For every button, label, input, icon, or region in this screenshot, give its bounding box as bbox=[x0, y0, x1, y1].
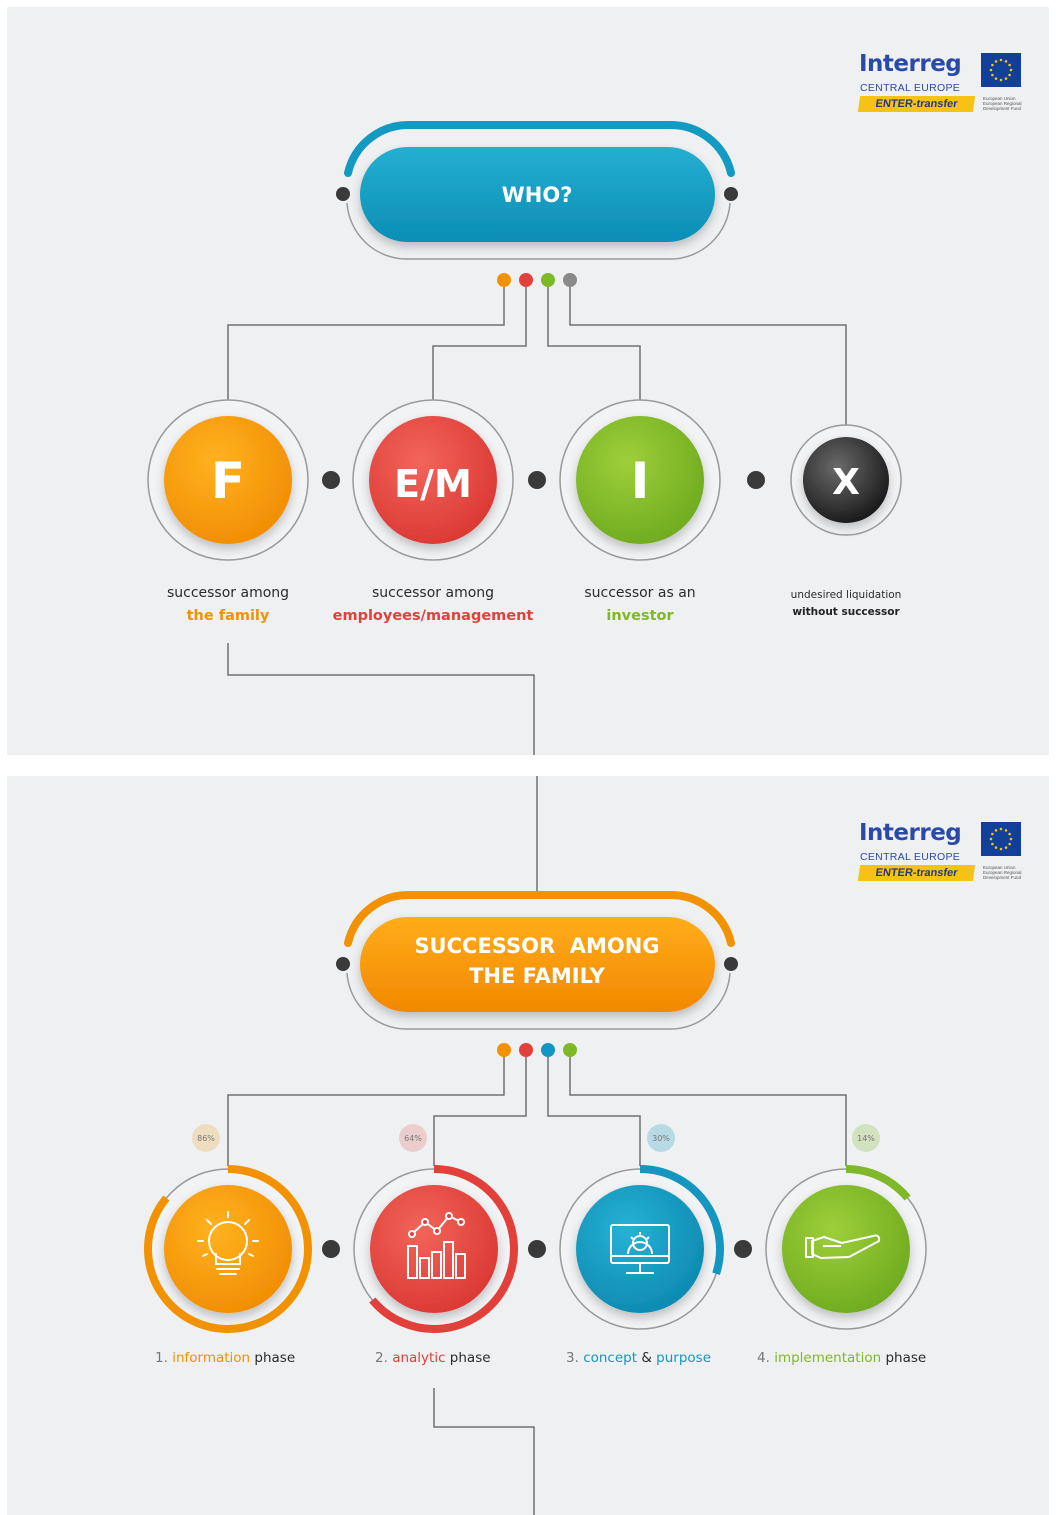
line-to-phase3 bbox=[547, 1050, 641, 1166]
percent-3: 30% bbox=[652, 1134, 670, 1143]
separator-dots bbox=[322, 1240, 752, 1258]
phase-circle-4 bbox=[765, 1165, 927, 1330]
eu-flag-icon bbox=[981, 53, 1021, 87]
employees-caption-line1: successor among bbox=[371, 585, 495, 601]
liquidation-caption: undesired liquidation without successor bbox=[756, 589, 936, 618]
phase-label-3: 3. concept & purpose bbox=[566, 1350, 711, 1366]
family-circle bbox=[147, 399, 309, 561]
branch-dots bbox=[497, 1043, 577, 1057]
who-title: WHO? bbox=[502, 183, 573, 207]
logo-brand: Interreg bbox=[859, 820, 962, 846]
family-caption-line2: the family bbox=[186, 608, 270, 624]
hand-icon bbox=[805, 1234, 881, 1259]
line-down bbox=[433, 1388, 535, 1515]
phase-num-4: 4. bbox=[757, 1350, 770, 1366]
logo-fund: European Union European Regional Develop… bbox=[983, 96, 1022, 111]
phase-suffix-4: phase bbox=[885, 1350, 927, 1366]
family-title-line1: SUCCESSOR AMONG bbox=[414, 934, 659, 958]
logo-brand: Interreg bbox=[859, 51, 962, 77]
lightbulb-icon bbox=[197, 1211, 259, 1275]
phase-name-3: concept bbox=[583, 1350, 638, 1366]
phase-amp-3: & bbox=[641, 1350, 652, 1366]
phase-suffix-1: phase bbox=[254, 1350, 296, 1366]
line-to-phase1 bbox=[227, 1050, 505, 1166]
phase-name-1: information bbox=[172, 1350, 251, 1366]
logo-fund: European Union European Regional Develop… bbox=[983, 865, 1022, 880]
line-to-phase2 bbox=[433, 1050, 527, 1166]
progress-arc-1 bbox=[144, 1165, 312, 1333]
percent-bubbles bbox=[192, 1124, 880, 1152]
liquidation-caption-line2: without successor bbox=[792, 606, 900, 618]
line-down bbox=[227, 643, 535, 755]
phase-name-2: analytic bbox=[392, 1350, 446, 1366]
logo-project: ENTER-transfer bbox=[857, 865, 976, 881]
employees-caption-line2: employees/management bbox=[332, 608, 534, 624]
phase-label-1: 1. information phase bbox=[155, 1350, 295, 1366]
investor-caption: successor as an investor bbox=[540, 585, 740, 624]
separator-dots bbox=[322, 471, 765, 489]
phase-label-4: 4. implementation phase bbox=[757, 1350, 926, 1366]
logo-program: CENTRAL EUROPE bbox=[860, 82, 961, 94]
letter-i: I bbox=[631, 452, 650, 510]
phase-label-2: 2. analytic phase bbox=[375, 1350, 491, 1366]
employees-circle bbox=[352, 399, 514, 561]
family-caption: successor among the family bbox=[128, 585, 328, 624]
percent-2: 64% bbox=[404, 1134, 422, 1143]
line-to-x bbox=[569, 280, 847, 444]
connector-lines bbox=[227, 776, 847, 1515]
connector-lines bbox=[227, 280, 847, 755]
investor-circle bbox=[559, 399, 721, 561]
progress-arc-2 bbox=[369, 1165, 518, 1333]
who-diagram: WHO? F E/M I X bbox=[147, 120, 902, 755]
line-to-i bbox=[547, 280, 641, 402]
percent-1: 86% bbox=[197, 1134, 215, 1143]
percent-4: 14% bbox=[857, 1134, 875, 1143]
logo-project: ENTER-transfer bbox=[857, 96, 976, 112]
line-to-f bbox=[227, 280, 505, 402]
monitor-gear-icon bbox=[610, 1224, 670, 1274]
family-title-line2: THE FAMILY bbox=[469, 964, 606, 988]
phase-circle-1 bbox=[144, 1165, 312, 1333]
progress-arc-3 bbox=[639, 1165, 724, 1275]
investor-caption-line2: investor bbox=[606, 608, 674, 624]
phase-num-3: 3. bbox=[566, 1350, 579, 1366]
letter-f: F bbox=[211, 452, 245, 510]
liquidation-caption-line1: undesired liquidation bbox=[790, 589, 902, 601]
family-panel: 86% 64% 30% 14% bbox=[7, 776, 1049, 1515]
bar-chart-icon bbox=[407, 1212, 466, 1279]
liquidation-circle bbox=[790, 424, 902, 536]
letter-em: E/M bbox=[394, 462, 472, 506]
investor-caption-line1: successor as an bbox=[584, 585, 696, 601]
who-pill bbox=[336, 120, 738, 260]
phase-circle-2 bbox=[353, 1165, 518, 1333]
who-panel: WHO? F E/M I X successor among the famil… bbox=[7, 7, 1049, 755]
phase-num-1: 1. bbox=[155, 1350, 168, 1366]
phase-name-4: implementation bbox=[774, 1350, 882, 1366]
line-to-phase4 bbox=[569, 1050, 847, 1166]
phase-name2-3: purpose bbox=[656, 1350, 711, 1366]
employees-caption: successor among employees/management bbox=[313, 585, 553, 624]
family-diagram: 86% 64% 30% 14% bbox=[144, 776, 927, 1515]
progress-arc-4 bbox=[845, 1165, 911, 1201]
interreg-logo: Interreg CENTRAL EUROPE ENTER-transfer E… bbox=[857, 820, 1029, 890]
family-caption-line1: successor among bbox=[166, 585, 290, 601]
logo-program: CENTRAL EUROPE bbox=[860, 851, 961, 863]
interreg-logo: Interreg CENTRAL EUROPE ENTER-transfer E… bbox=[857, 51, 1029, 121]
branch-dots bbox=[497, 273, 577, 287]
phase-num-2: 2. bbox=[375, 1350, 388, 1366]
letter-x: X bbox=[832, 462, 860, 503]
family-pill bbox=[336, 890, 738, 1030]
phase-suffix-2: phase bbox=[449, 1350, 491, 1366]
line-to-em bbox=[432, 280, 527, 402]
eu-flag-icon bbox=[981, 822, 1021, 856]
